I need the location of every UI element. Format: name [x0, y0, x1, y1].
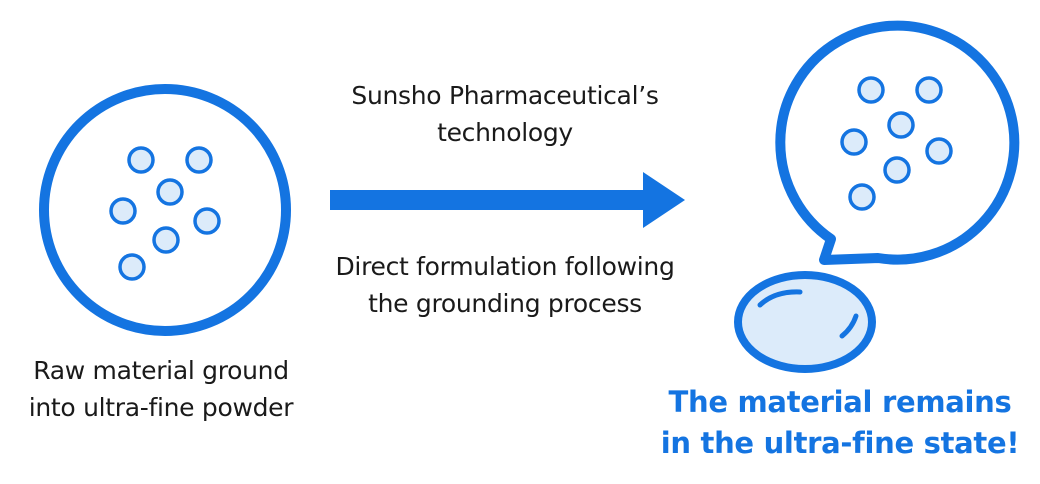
- formulation-caption-line2: the grounding process: [368, 289, 642, 318]
- particle-icon: [127, 146, 155, 174]
- technology-caption-line1: Sunsho Pharmaceutical’s: [351, 81, 659, 110]
- particle-icon: [887, 111, 915, 139]
- particle-icon: [925, 137, 953, 165]
- arrow-shaft: [330, 190, 655, 210]
- powder-particles: [109, 146, 221, 281]
- particle-icon: [848, 183, 876, 211]
- particle-icon: [156, 178, 184, 206]
- particle-icon: [109, 197, 137, 225]
- particle-icon: [185, 146, 213, 174]
- powder-circle-outline: [39, 84, 291, 336]
- raw-material-caption-line2: into ultra-fine powder: [28, 393, 294, 422]
- raw-material-caption: Raw material ground into ultra-fine powd…: [0, 352, 322, 426]
- bubble-particles: [840, 76, 953, 211]
- particle-icon: [118, 253, 146, 281]
- arrow-right-icon: [330, 172, 685, 228]
- result-caption-line2: in the ultra-fine state!: [660, 426, 1020, 460]
- particle-icon: [840, 128, 868, 156]
- particle-icon: [915, 76, 943, 104]
- technology-caption-line2: technology: [437, 118, 573, 147]
- powder-circle-icon: [39, 84, 291, 336]
- arrow-head: [643, 172, 685, 228]
- speech-bubble-icon: [775, 20, 1020, 265]
- raw-material-caption-line1: Raw material ground: [33, 356, 289, 385]
- result-caption-line1: The material remains: [668, 385, 1012, 419]
- formulation-caption: Direct formulation following the groundi…: [300, 248, 710, 322]
- capsule-highlight-bottom: [839, 313, 859, 339]
- formulation-caption-line1: Direct formulation following: [335, 252, 675, 281]
- particle-icon: [857, 76, 885, 104]
- result-caption: The material remains in the ultra-fine s…: [640, 382, 1040, 464]
- technology-caption: Sunsho Pharmaceutical’s technology: [300, 77, 710, 151]
- particle-icon: [193, 207, 221, 235]
- speech-bubble-outline: [775, 20, 1020, 265]
- particle-icon: [152, 226, 180, 254]
- capsule-highlight-top: [757, 289, 803, 308]
- capsule-icon: [734, 271, 876, 373]
- particle-icon: [883, 156, 911, 184]
